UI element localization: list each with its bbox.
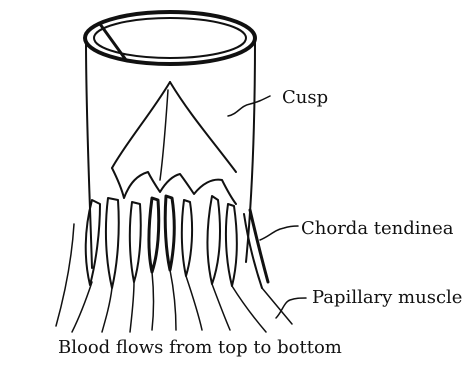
chorda-strand (106, 198, 119, 288)
cusp-left-edge (112, 82, 170, 168)
cusp-center-crease (160, 90, 168, 180)
muscle-fiber (232, 286, 266, 332)
muscle-fiber (262, 288, 292, 324)
chorda-strand (250, 210, 268, 282)
papillary-leader-line (276, 298, 306, 318)
muscle-fiber (130, 282, 134, 332)
muscle-fiber (56, 224, 74, 326)
chorda-strand (226, 204, 237, 286)
chordae-tendineae (86, 196, 268, 288)
valve-opening (85, 12, 255, 64)
cusp-leader-line (228, 96, 270, 116)
chorda-strand (165, 196, 174, 270)
chorda-strand (149, 198, 159, 272)
cusp-right-edge (170, 82, 236, 172)
muscle-fiber (212, 284, 230, 330)
muscle-fiber (170, 270, 176, 330)
chorda-tendinea-label: Chorda tendinea (301, 218, 454, 239)
muscle-fiber (152, 272, 154, 330)
chorda-strand (182, 200, 192, 276)
chorda-leader-line (260, 226, 298, 240)
flow-caption: Blood flows from top to bottom (58, 337, 342, 358)
cusp-body (86, 40, 255, 268)
muscle-fiber (72, 282, 92, 332)
chorda-strand (130, 202, 141, 282)
muscle-fiber (186, 276, 202, 330)
chorda-strand (86, 200, 100, 285)
leader-lines (228, 96, 306, 318)
chorda-strand (208, 196, 221, 284)
opening-inner-rim (94, 18, 246, 58)
cusp-label: Cusp (282, 87, 328, 108)
papillary-muscle-label: Papillary muscle (312, 287, 462, 308)
muscle-fiber (102, 288, 112, 332)
